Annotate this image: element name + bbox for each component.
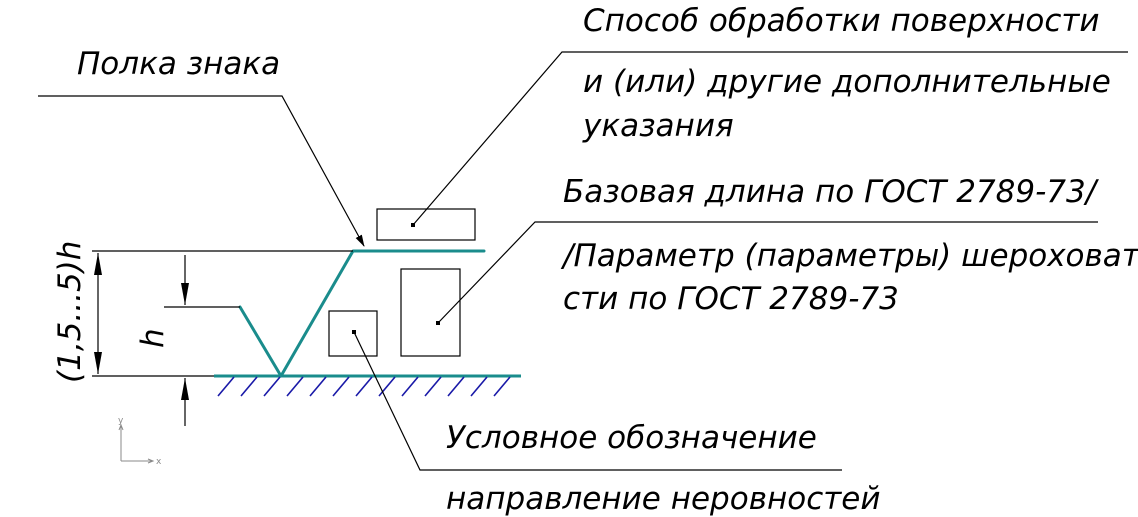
parameter-label-line1: /Параметр (параметры) шероховато-: [560, 238, 1138, 274]
surface-hatching: [217, 376, 511, 397]
axis-icon: [118, 423, 155, 464]
total-height-label: (1,5...5)h: [52, 241, 88, 383]
parameter-label-line2: сти по ГОСТ 2789-73: [563, 281, 899, 317]
sign-check-mark: [238, 249, 486, 378]
annotation-boxes: [328, 208, 476, 357]
dimensions: [92, 250, 353, 426]
surface: [214, 374, 521, 397]
method-leader: [412, 51, 1128, 226]
method-box: [376, 208, 476, 241]
base-length-label: Базовая длина по ГОСТ 2789-73/: [563, 174, 1100, 210]
axis-y-label: y: [118, 416, 124, 426]
shelf-leader: [38, 95, 365, 247]
shelf-label: Полка знака: [77, 46, 280, 82]
method-label-line1: Способ обработки поверхности: [583, 3, 1100, 39]
direction-leader: [353, 331, 842, 471]
method-label-line3: указания: [582, 108, 734, 144]
parameter-leader: [437, 221, 1098, 324]
roughness-sign: [238, 249, 486, 378]
parameter-box: [400, 268, 461, 357]
symbol-label-line2: направление неровностей: [446, 481, 881, 517]
h-label: h: [135, 328, 171, 348]
method-label-line2: и (или) другие дополнительные: [583, 64, 1111, 100]
direction-box: [328, 310, 378, 357]
axis-x-label: x: [156, 457, 162, 467]
leaders: [38, 51, 1128, 471]
symbol-label-line1: Условное обозначение: [446, 420, 817, 456]
dimension-arrows: [94, 253, 189, 400]
